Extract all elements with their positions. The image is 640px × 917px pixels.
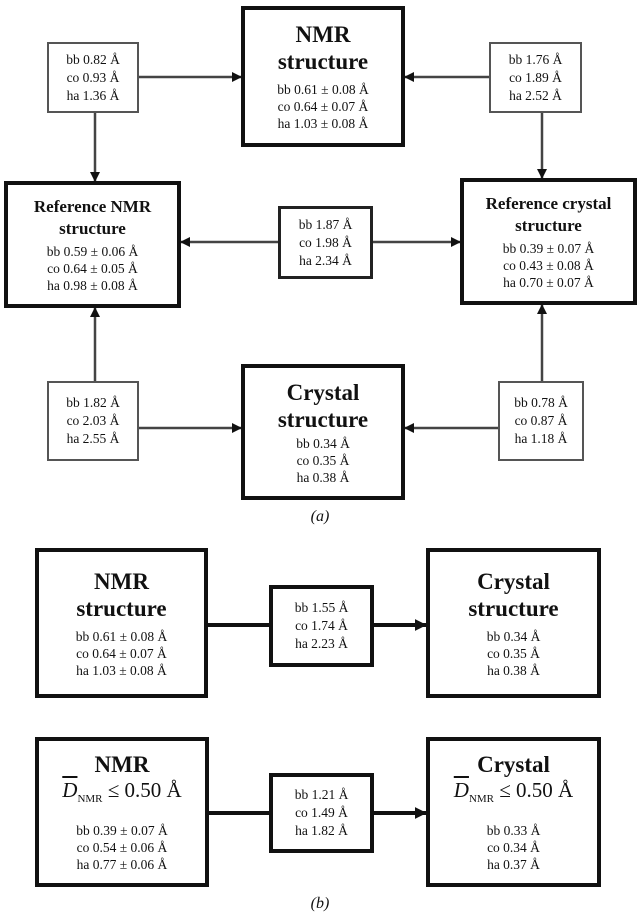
b1-nmr-structure-box: NMR structure bb 0.61 ± 0.08 Å co 0.64 ±… — [35, 548, 208, 698]
caption-b: (b) — [310, 895, 330, 912]
value-line: ha 0.38 Å — [296, 469, 350, 485]
value-line: ha 1.18 Å — [514, 431, 568, 446]
value-line: ha 1.82 Å — [295, 823, 348, 838]
value-line: ha 2.55 Å — [66, 431, 120, 446]
value-line: bb 0.61 ± 0.08 Å — [277, 82, 369, 97]
reference-nmr-structure-box: Reference NMR structure bb 0.59 ± 0.06 Å… — [4, 181, 181, 308]
value-line: ha 2.52 Å — [509, 87, 562, 103]
bottom-right-rmsd-box: bb 0.78 Å co 0.87 Å ha 1.18 Å — [498, 381, 584, 461]
threshold-condition: DNMR ≤ 0.50 Å — [62, 778, 182, 806]
value-line: bb 0.34 Å — [486, 628, 541, 644]
box-title: Crystal — [477, 752, 550, 778]
value-line: co 1.74 Å — [295, 618, 348, 633]
value-line: bb 0.39 ± 0.07 Å — [76, 822, 168, 838]
box-title: structure — [277, 406, 369, 432]
value-line: co 1.49 Å — [295, 805, 348, 820]
value-line: ha 1.03 ± 0.08 Å — [277, 116, 369, 131]
value-line: co 2.03 Å — [66, 413, 120, 428]
value-line: co 0.43 ± 0.08 Å — [503, 257, 594, 273]
box-title: structure — [59, 218, 126, 238]
box-title: structure — [468, 595, 559, 621]
value-line: co 0.54 ± 0.06 Å — [76, 839, 168, 855]
reference-crystal-structure-box: Reference crystal structure bb 0.39 ± 0.… — [460, 178, 637, 305]
box-title: structure — [277, 49, 369, 74]
caption-a: (a) — [310, 508, 330, 525]
value-line: co 0.93 Å — [66, 69, 120, 85]
box-title: NMR — [295, 22, 351, 47]
value-line: ha 0.70 ± 0.07 Å — [503, 274, 594, 290]
value-line: ha 0.98 ± 0.08 Å — [47, 277, 138, 293]
value-line: co 0.87 Å — [514, 413, 568, 428]
value-line: bb 0.61 ± 0.08 Å — [75, 628, 168, 644]
value-line: co 0.35 Å — [487, 645, 540, 661]
box-title: Crystal — [477, 568, 550, 594]
value-line: ha 1.03 ± 0.08 Å — [76, 662, 167, 678]
value-line: ha 1.36 Å — [66, 87, 120, 103]
value-line: bb 0.33 Å — [486, 822, 541, 838]
value-line: ha 0.38 Å — [487, 662, 540, 678]
b2-nmr-box: NMR DNMR ≤ 0.50 Å bb 0.39 ± 0.07 Å co 0.… — [35, 737, 209, 887]
value-line: co 0.35 Å — [296, 452, 350, 468]
value-line: bb 0.39 ± 0.07 Å — [502, 240, 595, 256]
top-right-rmsd-box: bb 1.76 Å co 1.89 Å ha 2.52 Å — [489, 42, 582, 113]
crystal-structure-box: Crystal structure bb 0.34 Å co 0.35 Å ha… — [241, 364, 405, 500]
box-title: structure — [515, 215, 582, 235]
value-line: bb 1.82 Å — [66, 395, 120, 410]
value-line: bb 0.34 Å — [296, 435, 350, 451]
box-title: NMR — [94, 568, 149, 594]
value-line: co 1.89 Å — [509, 69, 562, 85]
b1-middle-rmsd-box: bb 1.55 Å co 1.74 Å ha 2.23 Å — [269, 585, 374, 667]
value-line: ha 0.77 ± 0.06 Å — [76, 856, 168, 872]
value-line: ha 0.37 Å — [487, 856, 540, 872]
b2-crystal-box: Crystal DNMR ≤ 0.50 Å bb 0.33 Å co 0.34 … — [426, 737, 601, 887]
value-line: co 0.34 Å — [487, 839, 540, 855]
value-line: bb 1.87 Å — [298, 216, 353, 232]
threshold-condition: DNMR ≤ 0.50 Å — [453, 778, 574, 806]
value-line: co 0.64 ± 0.07 Å — [277, 99, 369, 114]
value-line: bb 1.21 Å — [294, 787, 349, 802]
box-title: NMR — [94, 752, 150, 778]
box-title: Reference crystal — [485, 193, 612, 213]
top-left-rmsd-box: bb 0.82 Å co 0.93 Å ha 1.36 Å — [47, 42, 139, 113]
middle-rmsd-box: bb 1.87 Å co 1.98 Å ha 2.34 Å — [278, 206, 373, 279]
value-line: co 0.64 ± 0.05 Å — [47, 260, 138, 276]
value-line: bb 0.59 ± 0.06 Å — [46, 243, 139, 259]
value-line: ha 2.23 Å — [295, 636, 348, 651]
value-line: co 0.64 ± 0.07 Å — [76, 645, 167, 661]
bottom-left-rmsd-box: bb 1.82 Å co 2.03 Å ha 2.55 Å — [47, 381, 139, 461]
b2-middle-rmsd-box: bb 1.21 Å co 1.49 Å ha 1.82 Å — [269, 773, 374, 853]
nmr-structure-box: NMR structure bb 0.61 ± 0.08 Å co 0.64 ±… — [241, 6, 405, 147]
value-line: bb 1.55 Å — [294, 600, 349, 615]
value-line: ha 2.34 Å — [299, 252, 352, 268]
value-line: co 1.98 Å — [299, 234, 352, 250]
box-title: Reference NMR — [33, 196, 152, 216]
box-title: structure — [76, 595, 167, 621]
box-title: Crystal — [286, 379, 360, 405]
value-line: bb 1.76 Å — [508, 51, 563, 67]
value-line: bb 0.78 Å — [514, 395, 568, 410]
value-line: bb 0.82 Å — [66, 51, 120, 67]
b1-crystal-structure-box: Crystal structure bb 0.34 Å co 0.35 Å ha… — [426, 548, 601, 698]
